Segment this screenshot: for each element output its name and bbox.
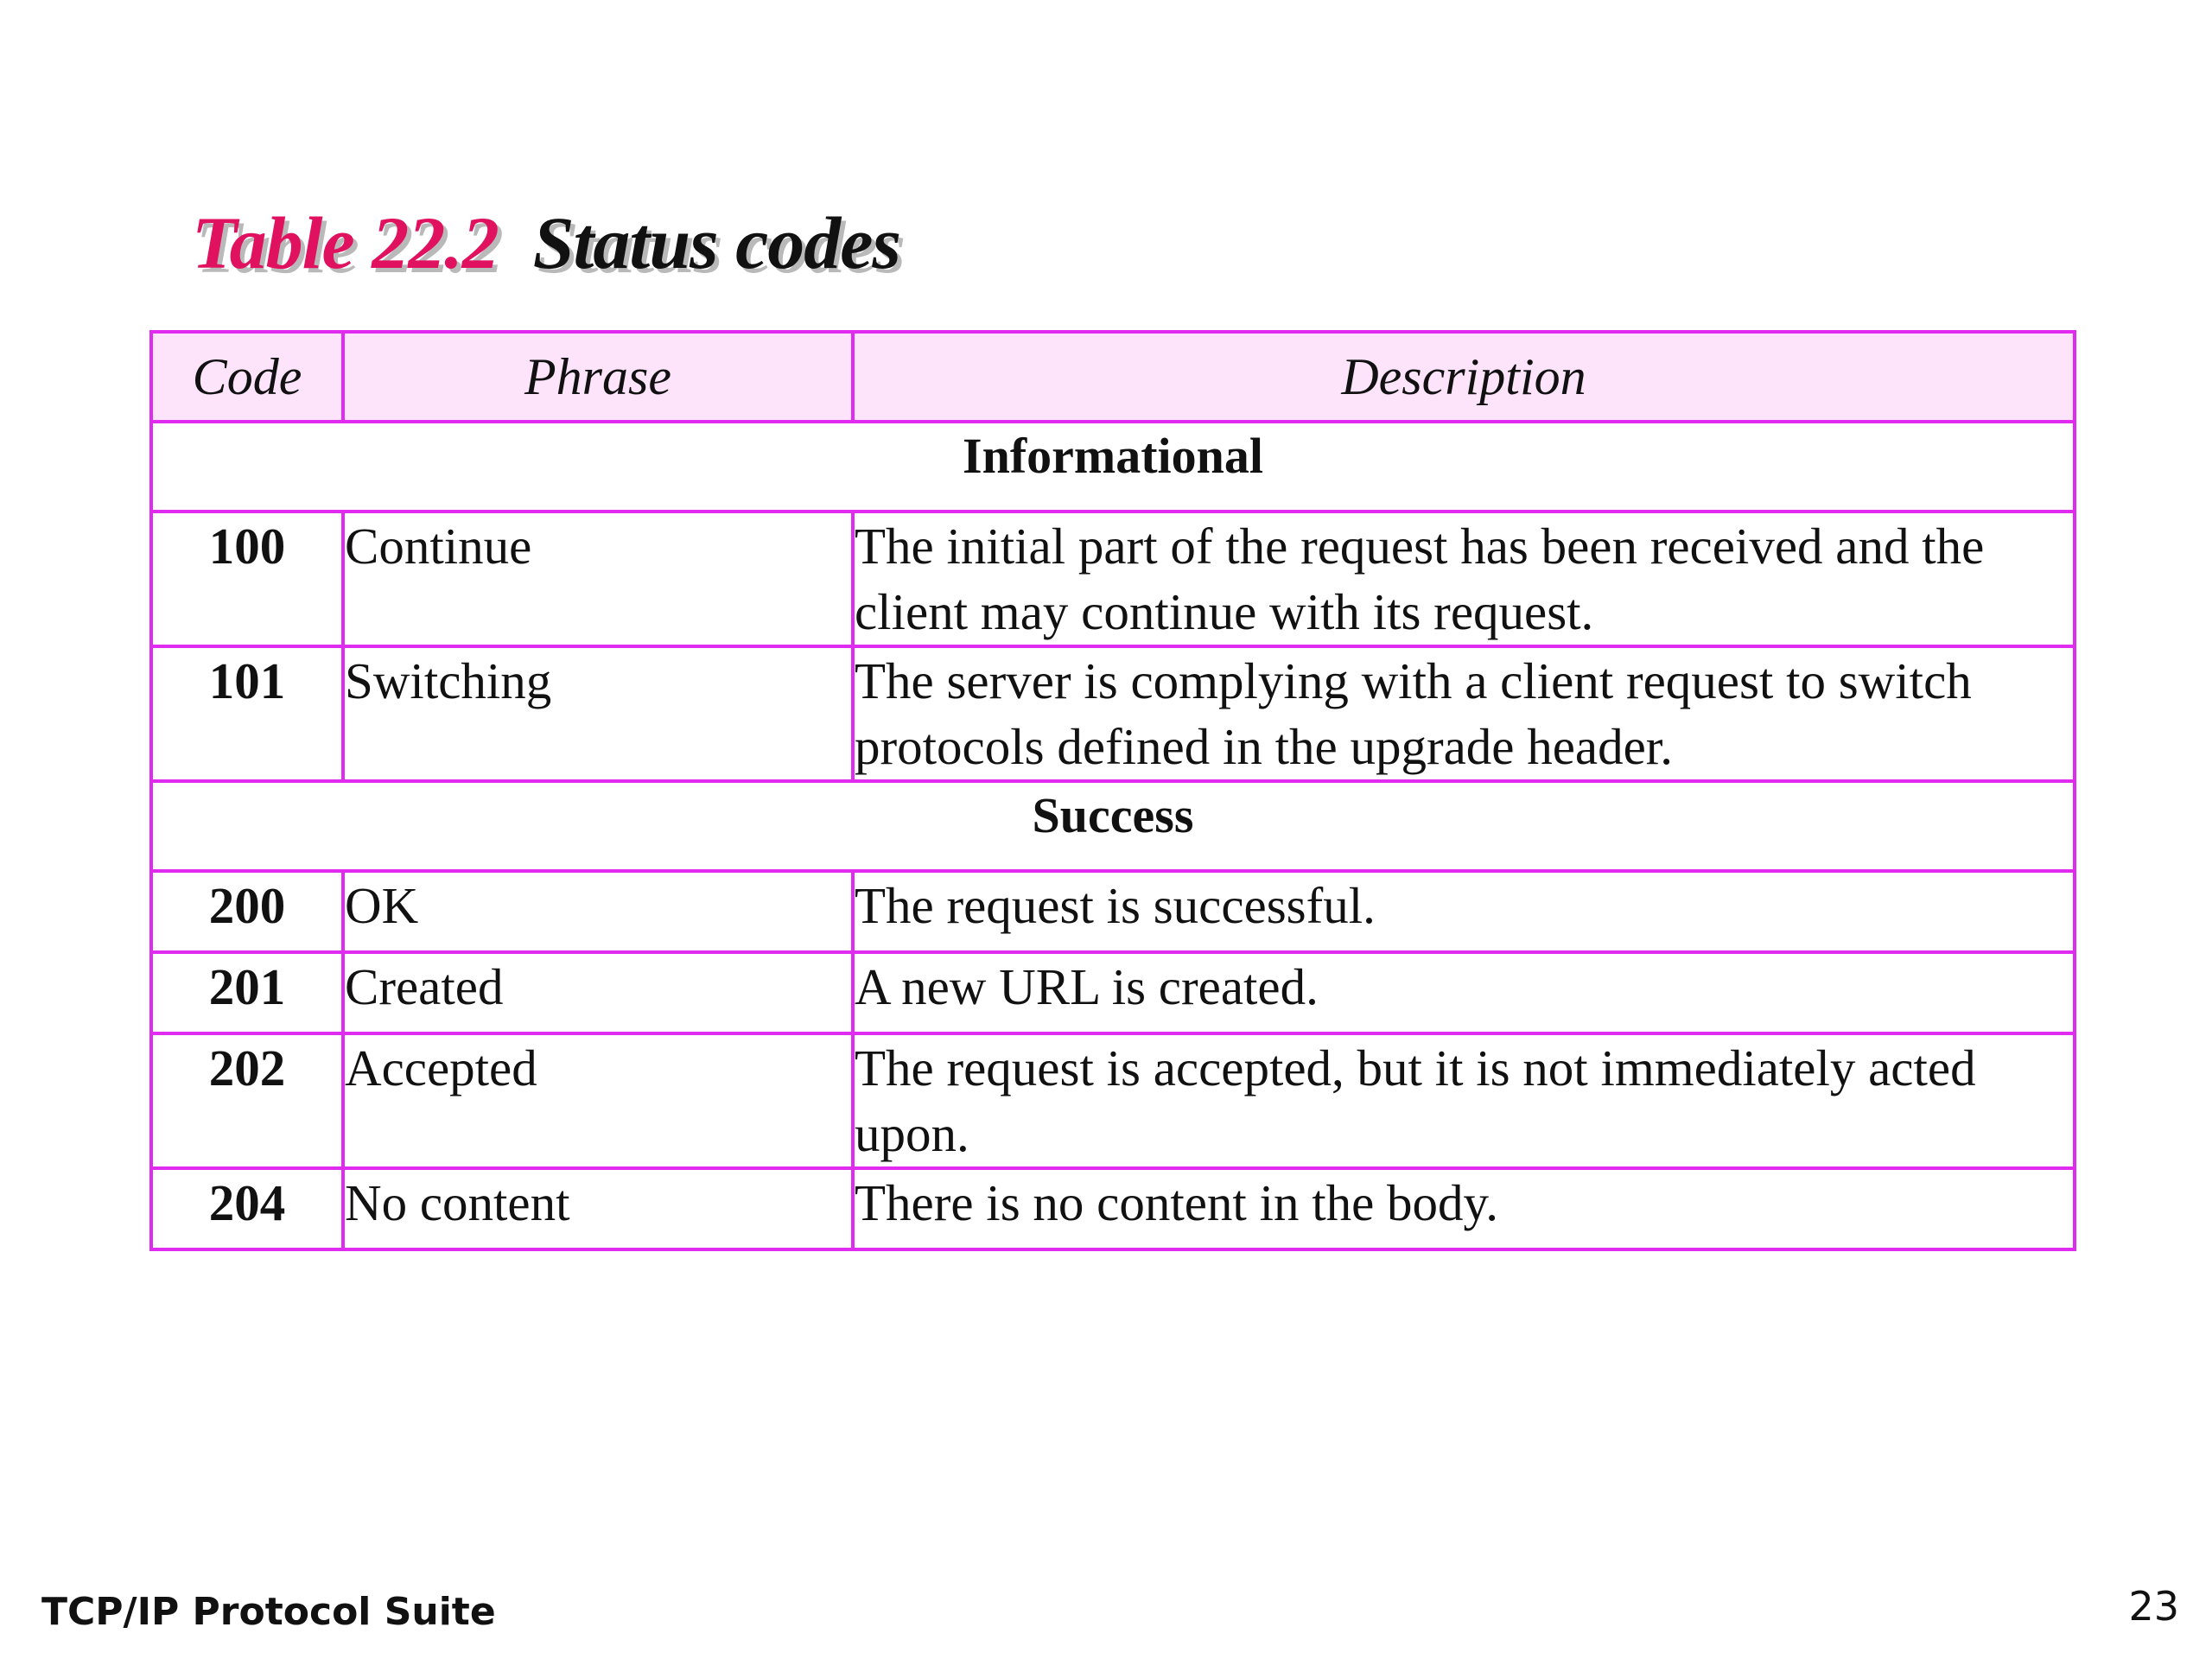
header-code: Code	[149, 330, 345, 423]
status-description: The server is complying with a client re…	[851, 645, 2076, 783]
page-number: 23	[2128, 1583, 2179, 1630]
status-phrase: Accepted	[341, 1032, 855, 1170]
status-description: The initial part of the request has been…	[851, 510, 2076, 648]
status-phrase: Created	[341, 950, 855, 1035]
table-name: Status codes	[532, 201, 901, 284]
status-codes-table: Code Phrase Description Informational 10…	[149, 330, 2076, 1251]
header-description: Description	[851, 330, 2076, 423]
status-description: A new URL is created.	[851, 950, 2076, 1035]
status-phrase: OK	[341, 869, 855, 954]
table-row: 200 OK The request is successful.	[149, 869, 2076, 954]
table-number: Table 22.2	[192, 201, 499, 284]
status-description: The request is accepted, but it is not i…	[851, 1032, 2076, 1170]
footer-book-title: TCP/IP Protocol Suite	[41, 1590, 496, 1634]
status-code: 202	[149, 1032, 345, 1170]
status-phrase: No content	[341, 1166, 855, 1251]
table-row: 202 Accepted The request is accepted, bu…	[149, 1032, 2076, 1170]
section-label: Success	[149, 779, 2076, 873]
table-row: 204 No content There is no content in th…	[149, 1166, 2076, 1251]
status-description: There is no content in the body.	[851, 1166, 2076, 1251]
status-phrase: Continue	[341, 510, 855, 648]
status-code: 201	[149, 950, 345, 1035]
status-code: 200	[149, 869, 345, 954]
status-code: 101	[149, 645, 345, 783]
status-code: 100	[149, 510, 345, 648]
table-row: 100 Continue The initial part of the req…	[149, 510, 2076, 648]
section-row-informational: Informational	[149, 420, 2076, 513]
table-row: 101 Switching The server is complying wi…	[149, 645, 2076, 783]
status-description: The request is successful.	[851, 869, 2076, 954]
header-phrase: Phrase	[341, 330, 855, 423]
table-row: 201 Created A new URL is created.	[149, 950, 2076, 1035]
table-header-row: Code Phrase Description	[149, 330, 2076, 423]
section-label: Informational	[149, 420, 2076, 513]
status-code: 204	[149, 1166, 345, 1251]
status-phrase: Switching	[341, 645, 855, 783]
section-row-success: Success	[149, 779, 2076, 873]
